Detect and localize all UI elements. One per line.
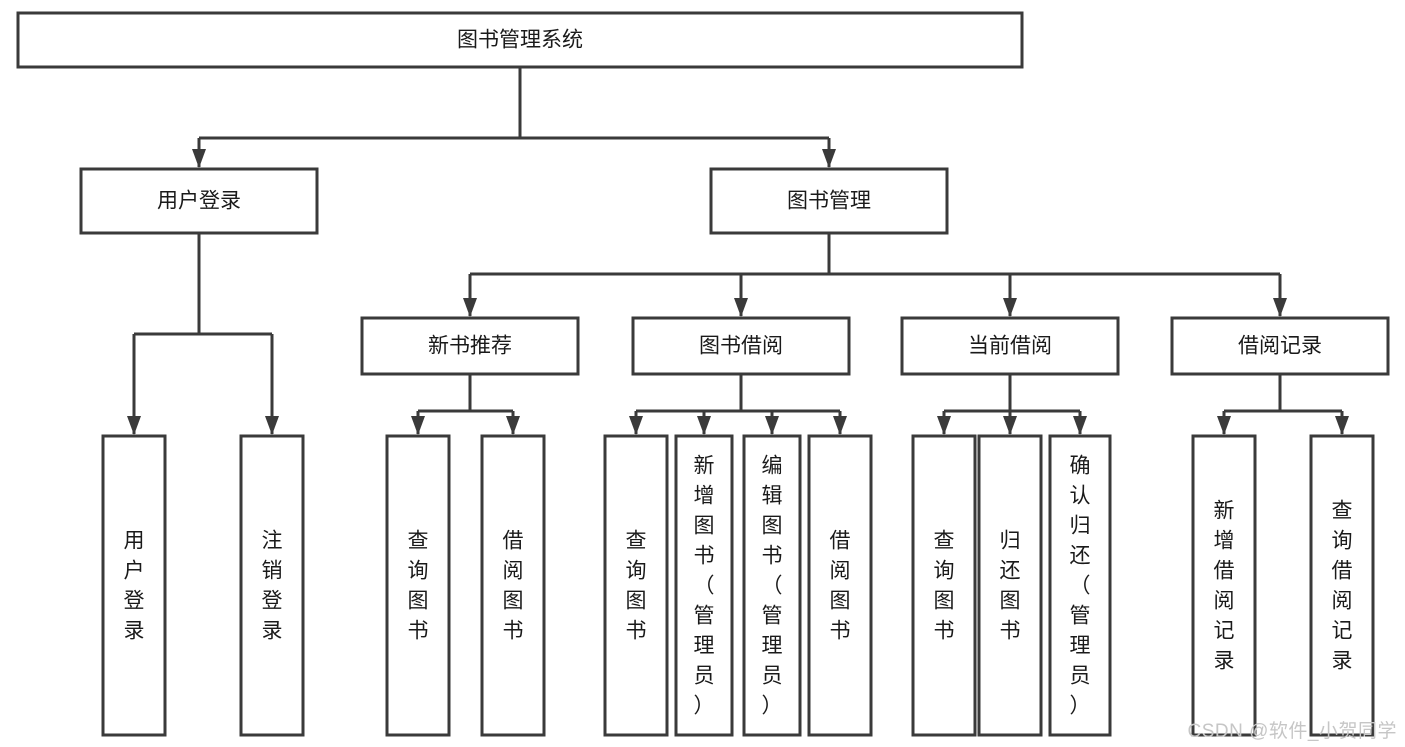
node-book-manage-label: 图书管理 (787, 190, 871, 213)
arrow-head-icon (265, 416, 279, 435)
node-root-label: 图书管理系统 (457, 29, 583, 52)
node-leaf-confirm-return-label: 确认归还（管理员） (1070, 455, 1091, 718)
node-current-borrow-label: 当前借阅 (968, 335, 1052, 358)
node-root[interactable]: 图书管理系统 (16, 11, 1024, 69)
csdn-watermark: CSDN @软件_小贺同学 (1187, 721, 1397, 742)
node-user-login-box[interactable] (79, 167, 319, 235)
arrow-head-icon (1335, 416, 1349, 435)
arrow-head-icon (1003, 298, 1017, 317)
node-book-manage-box[interactable] (709, 167, 949, 235)
arrow-head-icon (1003, 416, 1017, 435)
node-leaf-add-record[interactable]: 新增借阅记录 (1191, 434, 1257, 737)
node-leaf-add-book[interactable]: 新增图书（管理员） (674, 434, 734, 737)
node-leaf-query-book-3-label: 查询图书 (934, 530, 955, 643)
node-leaf-borrow-book-2[interactable]: 借阅图书 (807, 434, 873, 737)
arrow-head-icon (833, 416, 847, 435)
node-leaf-user-login-label: 用户登录 (124, 530, 145, 643)
node-book-borrow-box[interactable] (631, 316, 851, 376)
node-leaf-logout[interactable]: 注销登录 (239, 434, 305, 737)
arrow-head-icon (127, 416, 141, 435)
node-leaf-add-record-box[interactable] (1191, 434, 1257, 737)
node-borrow-record-box[interactable] (1170, 316, 1390, 376)
node-new-book-rec[interactable]: 新书推荐 (360, 316, 580, 376)
arrow-head-icon (822, 149, 836, 168)
arrow-head-icon (506, 416, 520, 435)
node-user-login-label: 用户登录 (157, 190, 241, 213)
arrow-head-icon (463, 298, 477, 317)
node-leaf-query-book-2-box[interactable] (603, 434, 669, 737)
node-leaf-edit-book-label: 编辑图书（管理员） (762, 455, 783, 718)
node-user-login[interactable]: 用户登录 (79, 167, 319, 235)
node-leaf-query-book-2[interactable]: 查询图书 (603, 434, 669, 737)
node-leaf-borrow-book-1[interactable]: 借阅图书 (480, 434, 546, 737)
node-leaf-logout-box[interactable] (239, 434, 305, 737)
node-leaf-return-book[interactable]: 归还图书 (977, 434, 1043, 737)
node-leaf-borrow-book-2-label: 借阅图书 (830, 530, 851, 643)
node-leaf-query-book-1-box[interactable] (385, 434, 451, 737)
node-leaf-query-record-box[interactable] (1309, 434, 1375, 737)
node-leaf-add-book-label: 新增图书（管理员） (694, 455, 715, 718)
node-current-borrow-box[interactable] (900, 316, 1120, 376)
arrow-head-icon (411, 416, 425, 435)
node-leaf-borrow-book-1-label: 借阅图书 (503, 530, 524, 643)
node-book-manage[interactable]: 图书管理 (709, 167, 949, 235)
node-borrow-record[interactable]: 借阅记录 (1170, 316, 1390, 376)
node-leaf-add-record-label: 新增借阅记录 (1214, 500, 1235, 673)
node-leaf-add-book-box[interactable] (674, 434, 734, 737)
arrow-head-icon (765, 416, 779, 435)
node-leaf-return-book-label: 归还图书 (1000, 530, 1021, 643)
node-leaf-query-book-1-label: 查询图书 (408, 530, 429, 643)
node-leaf-query-record[interactable]: 查询借阅记录 (1309, 434, 1375, 737)
node-leaf-edit-book-box[interactable] (742, 434, 802, 737)
node-leaf-logout-label: 注销登录 (262, 530, 283, 643)
node-leaf-query-book-1[interactable]: 查询图书 (385, 434, 451, 737)
arrow-head-icon (1217, 416, 1231, 435)
arrow-head-icon (192, 149, 206, 168)
node-leaf-confirm-return[interactable]: 确认归还（管理员） (1048, 434, 1112, 737)
node-new-book-rec-label: 新书推荐 (428, 335, 512, 358)
node-leaf-query-record-label: 查询借阅记录 (1332, 500, 1353, 673)
arrow-head-icon (629, 416, 643, 435)
node-book-borrow-label: 图书借阅 (699, 335, 783, 358)
arrow-head-icon (1073, 416, 1087, 435)
node-leaf-user-login[interactable]: 用户登录 (101, 434, 167, 737)
node-current-borrow[interactable]: 当前借阅 (900, 316, 1120, 376)
node-root-box[interactable] (16, 11, 1024, 69)
arrow-head-icon (734, 298, 748, 317)
arrow-head-icon (1273, 298, 1287, 317)
node-leaf-query-book-3-box[interactable] (911, 434, 977, 737)
arrow-head-icon (697, 416, 711, 435)
arrow-head-icon (937, 416, 951, 435)
node-borrow-record-label: 借阅记录 (1238, 335, 1322, 358)
node-leaf-query-book-2-label: 查询图书 (626, 530, 647, 643)
node-leaf-return-book-box[interactable] (977, 434, 1043, 737)
node-leaf-confirm-return-box[interactable] (1048, 434, 1112, 737)
node-leaf-user-login-box[interactable] (101, 434, 167, 737)
node-leaf-query-book-3[interactable]: 查询图书 (911, 434, 977, 737)
node-leaf-borrow-book-1-box[interactable] (480, 434, 546, 737)
node-leaf-edit-book[interactable]: 编辑图书（管理员） (742, 434, 802, 737)
node-new-book-rec-box[interactable] (360, 316, 580, 376)
node-leaf-borrow-book-2-box[interactable] (807, 434, 873, 737)
node-book-borrow[interactable]: 图书借阅 (631, 316, 851, 376)
